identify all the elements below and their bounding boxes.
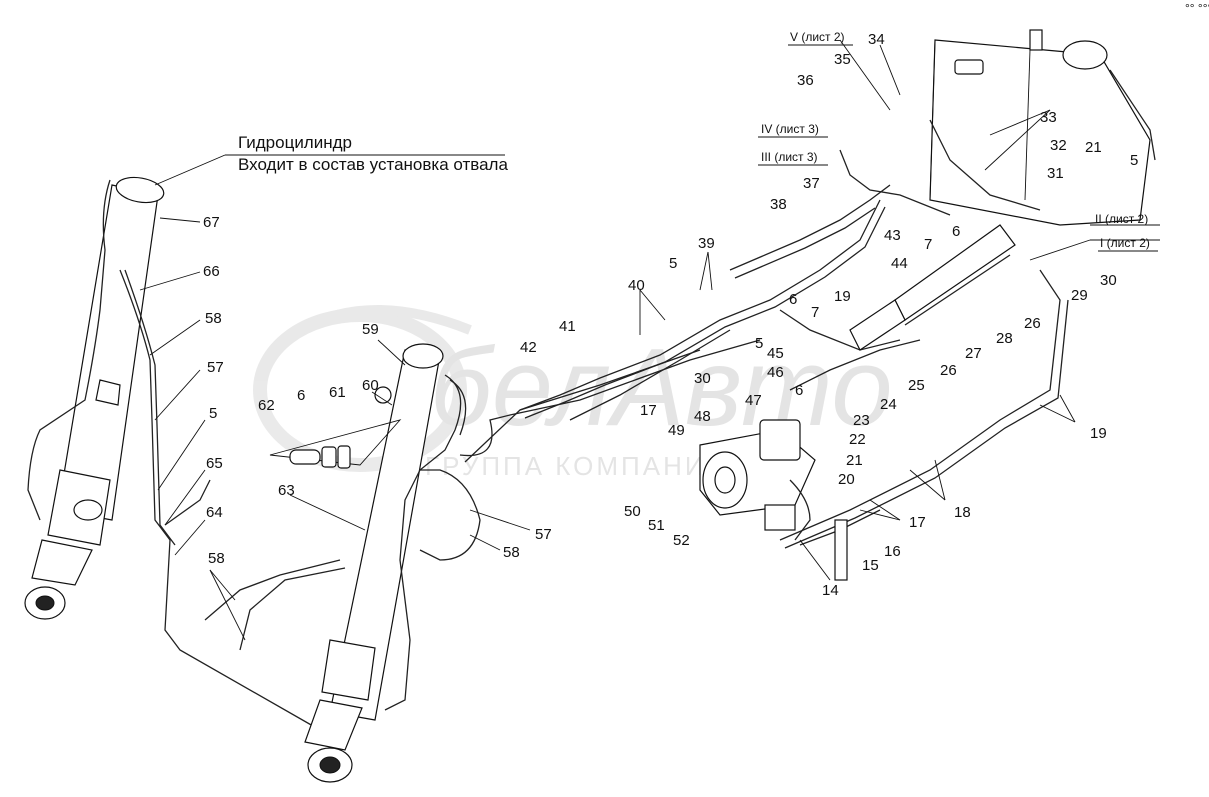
caption: Гидроцилиндр Входит в состав установка о… xyxy=(238,133,508,174)
sheet-ref-v: V (лист 2) xyxy=(790,30,845,44)
hydraulic-tank xyxy=(929,29,1156,226)
callout: 14 xyxy=(822,582,839,599)
callout: 16 xyxy=(884,543,901,560)
callout: 24 xyxy=(880,396,897,413)
sheet-ref-i: I (лист 2) xyxy=(1100,236,1150,250)
callout: 19 xyxy=(1090,425,1107,442)
callout: 64 xyxy=(206,504,223,521)
callout: 50 xyxy=(624,503,641,520)
watermark-logo: белАвто xyxy=(430,326,893,449)
watermark-subtitle: ГРУППА КОМПАНИЙ xyxy=(425,451,728,481)
callout: 63 xyxy=(278,482,295,499)
callout: 45 xyxy=(767,345,784,362)
left-hydraulic-cylinder xyxy=(24,176,321,731)
callout: 42 xyxy=(520,339,537,356)
callout: 17 xyxy=(640,402,657,419)
callout: 5 xyxy=(669,255,677,272)
fitting-detail-inset xyxy=(269,419,402,469)
callout: 21 xyxy=(846,452,863,469)
callout: 46 xyxy=(767,364,784,381)
callout: 65 xyxy=(206,455,223,472)
callout: 37 xyxy=(803,175,820,192)
caption-line2: Входит в состав установка отвала xyxy=(238,155,508,174)
callout: 19 xyxy=(834,288,851,305)
callout: 22 xyxy=(849,431,866,448)
lower-pipe-run xyxy=(779,269,1069,581)
callout: 39 xyxy=(698,235,715,252)
callout: 43 xyxy=(884,227,901,244)
callout: 59 xyxy=(362,321,379,338)
right-hydraulic-cylinder xyxy=(204,339,761,783)
callout: 25 xyxy=(908,377,925,394)
callout: 38 xyxy=(770,196,787,213)
callout: 44 xyxy=(891,255,908,272)
callout: 5 xyxy=(209,405,217,422)
callout: 26 xyxy=(940,362,957,379)
watermark: белАвто ГРУППА КОМПАНИЙ xyxy=(253,305,893,481)
callout: 49 xyxy=(668,422,685,439)
callout: 40 xyxy=(628,277,645,294)
callout: 62 xyxy=(258,397,275,414)
callout: 20 xyxy=(838,471,855,488)
hydraulic-pump xyxy=(699,419,816,541)
callout: 47 xyxy=(745,392,762,409)
callout: 48 xyxy=(694,408,711,425)
callout: 21 xyxy=(1085,139,1102,156)
callout: 30 xyxy=(694,370,711,387)
callout: 51 xyxy=(648,517,665,534)
callout: 58 xyxy=(208,550,225,567)
callout: 41 xyxy=(559,318,576,335)
callout: 6 xyxy=(795,382,803,399)
callout: 33 xyxy=(1040,109,1057,126)
callout: 67 xyxy=(203,214,220,231)
callout: 58 xyxy=(503,544,520,561)
callout: 18 xyxy=(954,504,971,521)
callout: 35 xyxy=(834,51,851,68)
corner-mark: °° °°° xyxy=(1185,1,1209,15)
callout: 29 xyxy=(1071,287,1088,304)
callout: 5 xyxy=(1130,152,1138,169)
callout: 36 xyxy=(797,72,814,89)
sheet-ref-iv: IV (лист 3) xyxy=(761,122,819,136)
suction-hoses xyxy=(849,224,1016,351)
callout: 30 xyxy=(1100,272,1117,289)
callout: 6 xyxy=(952,223,960,240)
callout: 27 xyxy=(965,345,982,362)
sheet-references: V (лист 2) IV (лист 3) III (лист 3) II (… xyxy=(758,30,1158,252)
callout: 57 xyxy=(207,359,224,376)
callout: 32 xyxy=(1050,137,1067,154)
callout: 57 xyxy=(535,526,552,543)
callout: 66 xyxy=(203,263,220,280)
callout: 26 xyxy=(1024,315,1041,332)
sheet-ref-iii: III (лист 3) xyxy=(761,150,818,164)
callout: 6 xyxy=(789,291,797,308)
callout: 34 xyxy=(868,31,885,48)
leader-lines xyxy=(139,39,1160,641)
callout: 17 xyxy=(909,514,926,531)
callout: 6 xyxy=(297,387,305,404)
callout: 61 xyxy=(329,384,346,401)
callout: 23 xyxy=(853,412,870,429)
callout: 28 xyxy=(996,330,1013,347)
callout: 31 xyxy=(1047,165,1064,182)
callout: 15 xyxy=(862,557,879,574)
callout: 7 xyxy=(811,304,819,321)
sheet-ref-ii: II (лист 2) xyxy=(1095,212,1148,226)
callout: 7 xyxy=(924,236,932,253)
caption-line1: Гидроцилиндр xyxy=(238,133,352,152)
callout: 58 xyxy=(205,310,222,327)
callout: 52 xyxy=(673,532,690,549)
callout: 5 xyxy=(755,335,763,352)
central-pipe-bundle xyxy=(519,149,951,421)
callout-labels: 67 66 58 57 5 65 64 58 62 6 61 60 59 63 … xyxy=(203,31,1138,599)
callout: 60 xyxy=(362,377,379,394)
